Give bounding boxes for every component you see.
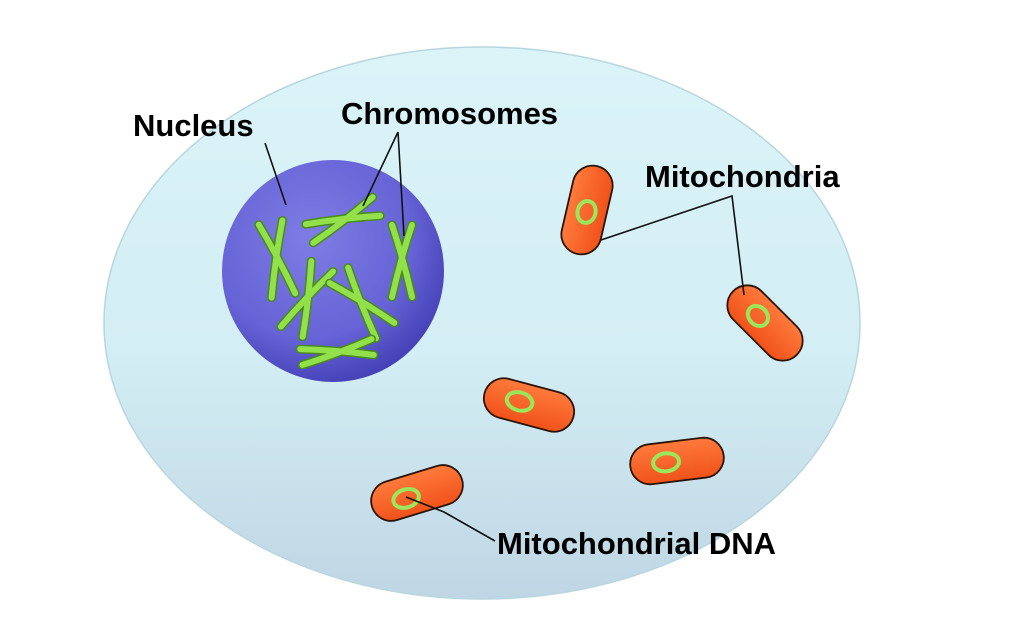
label-nucleus: Nucleus [133,108,254,143]
chromosomes-leader-line [397,131,405,237]
mitochondrion [629,436,725,486]
nucleus-leader-line [264,142,287,206]
mitochondrial-dna-ring [651,451,682,474]
mitochondrial-dna-ring [745,303,770,328]
mitochondrion [560,164,614,256]
chromosomes-leader-line [362,131,399,207]
chromosome [325,263,399,343]
label-chromosomes: Chromosomes [341,96,558,131]
chromosome [387,220,417,302]
mitochondrial-dna-leader-line [405,496,496,542]
mitochondria-leader-line [600,194,745,296]
label-mitochondria: Mitochondria [645,159,840,194]
chromosome [254,215,300,303]
mitochondrion [482,377,576,433]
mitochondrial-dna-ring [575,199,598,225]
mitochondrion [726,284,804,362]
label-mitochondrial-dna: Mitochondrial DNA [497,526,776,561]
mitochondrial-dna-ring [391,487,421,510]
mitochondrion [370,464,464,522]
chromosome [276,256,338,342]
mitochondrial-dna-ring [504,390,535,413]
chromosome [295,334,379,370]
chromosome [301,192,385,248]
